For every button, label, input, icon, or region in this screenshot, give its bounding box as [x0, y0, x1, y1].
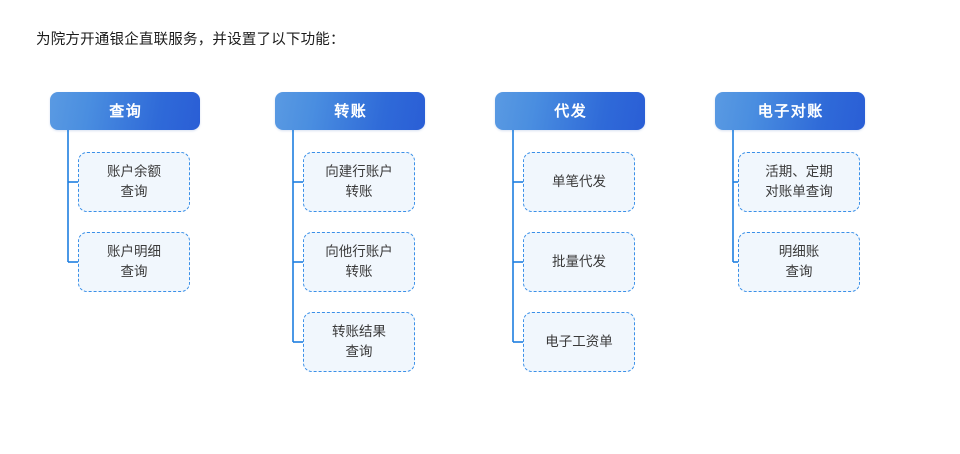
column-header-label: 电子对账: [757, 102, 824, 120]
node-payroll-1[interactable]: 单笔代发: [523, 152, 635, 212]
node-query-1[interactable]: 账户余额 查询: [78, 152, 190, 212]
column-e-reconciliation: 电子对账活期、定期 对账单查询明细账 查询: [715, 92, 865, 292]
column-header-e-reconciliation[interactable]: 电子对账: [715, 92, 865, 130]
node-transfer-1[interactable]: 向建行账户 转账: [303, 152, 415, 212]
node-label: 活期、定期 对账单查询: [765, 164, 833, 199]
column-header-payroll[interactable]: 代发: [495, 92, 645, 130]
node-label: 电子工资单: [545, 334, 613, 349]
column-transfer: 转账向建行账户 转账向他行账户 转账转账结果 查询: [275, 92, 425, 372]
column-header-label: 代发: [554, 102, 588, 120]
column-payroll: 代发单笔代发批量代发电子工资单: [495, 92, 645, 372]
node-payroll-3[interactable]: 电子工资单: [523, 312, 635, 372]
node-transfer-3[interactable]: 转账结果 查询: [303, 312, 415, 372]
node-label: 向他行账户 转账: [325, 244, 393, 279]
node-label: 批量代发: [552, 254, 606, 269]
node-transfer-2[interactable]: 向他行账户 转账: [303, 232, 415, 292]
node-label: 向建行账户 转账: [325, 164, 393, 199]
column-header-query[interactable]: 查询: [50, 92, 200, 130]
column-query: 查询账户余额 查询账户明细 查询: [50, 92, 200, 292]
column-header-label: 转账: [334, 102, 368, 120]
node-payroll-2[interactable]: 批量代发: [523, 232, 635, 292]
column-header-transfer[interactable]: 转账: [275, 92, 425, 130]
node-e-reconciliation-1[interactable]: 活期、定期 对账单查询: [738, 152, 860, 212]
node-label: 账户明细 查询: [107, 244, 161, 279]
column-header-label: 查询: [109, 102, 143, 120]
node-label: 账户余额 查询: [107, 164, 161, 199]
node-label: 单笔代发: [552, 174, 606, 189]
intro-text: 为院方开通银企直联服务，并设置了以下功能：: [36, 32, 345, 48]
node-e-reconciliation-2[interactable]: 明细账 查询: [738, 232, 860, 292]
node-query-2[interactable]: 账户明细 查询: [78, 232, 190, 292]
node-label: 转账结果 查询: [332, 324, 386, 359]
node-label: 明细账 查询: [778, 244, 820, 279]
